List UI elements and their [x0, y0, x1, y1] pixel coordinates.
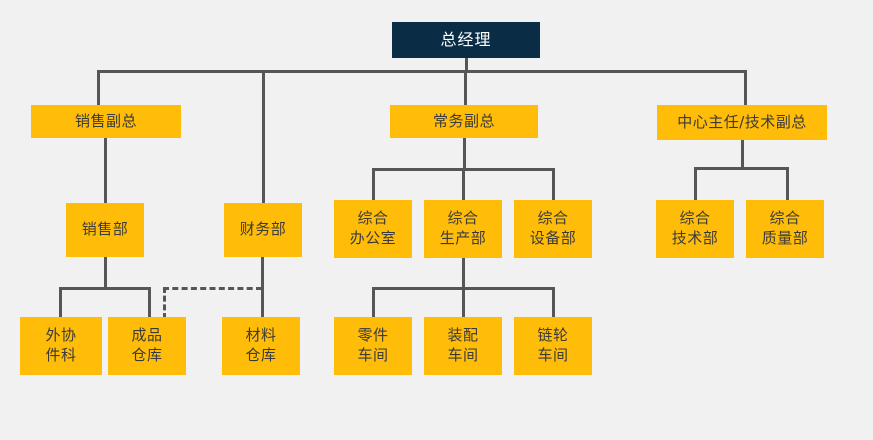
node-finished-goods-warehouse[interactable]: 成品 仓库 — [108, 317, 186, 375]
node-center-director-tech-vp[interactable]: 中心主任/技术副总 — [657, 105, 827, 140]
node-general-production-department[interactable]: 综合 生产部 — [424, 200, 502, 258]
node-label-line1: 销售部 — [81, 220, 129, 239]
connector-level1-bus — [97, 70, 746, 73]
connector-exec-vp-down — [463, 138, 466, 170]
node-parts-workshop[interactable]: 零件 车间 — [334, 317, 412, 375]
node-label-line1: 销售副总 — [74, 111, 137, 130]
node-label-line1: 综合 — [357, 209, 389, 228]
connector-dashed-to-fg-store-h — [163, 287, 262, 290]
node-label-line1: 零件 — [357, 326, 389, 345]
node-label-line2: 车间 — [537, 346, 569, 364]
node-general-equipment-department[interactable]: 综合 设备部 — [514, 200, 592, 258]
connector-bus-to-chain-shop — [552, 287, 555, 319]
connector-bus-to-fg-store — [148, 287, 151, 319]
connector-gm-down — [465, 58, 468, 72]
node-label-line1: 综合 — [679, 209, 711, 228]
connector-bus-to-assy-shop — [462, 287, 465, 319]
node-label-line1: 成品 — [131, 326, 163, 345]
connector-bus-to-sales-vp — [97, 70, 100, 107]
node-label-line2: 设备部 — [529, 229, 577, 247]
node-outsourced-parts-section[interactable]: 外协 件科 — [20, 317, 102, 375]
node-executive-vice-president[interactable]: 常务副总 — [390, 105, 538, 138]
connector-gen-prod-down — [462, 258, 465, 289]
node-label-line2: 车间 — [447, 346, 479, 364]
node-assembly-workshop[interactable]: 装配 车间 — [424, 317, 502, 375]
connector-bus-to-gen-office — [372, 168, 375, 202]
connector-finance-dept-to-mat-store — [261, 257, 264, 319]
connector-bus-to-gen-equip — [552, 168, 555, 202]
node-material-warehouse[interactable]: 材料 仓库 — [222, 317, 300, 375]
connector-bus-to-gen-qa — [786, 167, 789, 202]
node-label-line1: 综合 — [447, 209, 479, 228]
connector-sales-dept-bus — [59, 287, 151, 290]
node-label-line2: 质量部 — [761, 229, 809, 247]
connector-sales-dept-down — [104, 257, 107, 289]
connector-bus-to-finance-dept — [262, 70, 265, 205]
connector-bus-to-exec-vp — [464, 70, 467, 107]
node-label-line1: 中心主任/技术副总 — [677, 112, 807, 131]
connector-dashed-to-fg-store-v — [163, 287, 166, 319]
node-label-line1: 总经理 — [440, 30, 492, 50]
connector-tech-vp-down — [741, 140, 744, 169]
node-general-office[interactable]: 综合 办公室 — [334, 200, 412, 258]
node-label-line2: 件科 — [45, 346, 77, 364]
connector-bus-to-gen-prod — [462, 168, 465, 202]
node-label-line2: 办公室 — [349, 229, 397, 247]
connector-bus-to-gen-tech — [694, 167, 697, 202]
connector-bus-to-parts-shop — [372, 287, 375, 319]
node-label-line1: 常务副总 — [432, 111, 495, 130]
node-label-line1: 装配 — [447, 326, 479, 345]
node-sales-vice-president[interactable]: 销售副总 — [31, 105, 181, 138]
node-sales-department[interactable]: 销售部 — [66, 203, 144, 257]
connector-sales-vp-to-sales-dept — [104, 138, 107, 205]
node-general-technology-department[interactable]: 综合 技术部 — [656, 200, 734, 258]
node-label-line1: 材料 — [245, 326, 277, 345]
node-label-line1: 综合 — [769, 209, 801, 228]
connector-tech-vp-bus — [694, 167, 789, 170]
node-label-line2: 车间 — [357, 346, 389, 364]
node-general-manager[interactable]: 总经理 — [392, 22, 540, 58]
node-label-line2: 技术部 — [671, 229, 719, 247]
node-label-line2: 仓库 — [131, 346, 163, 364]
node-sprocket-workshop[interactable]: 链轮 车间 — [514, 317, 592, 375]
node-label-line1: 链轮 — [537, 326, 569, 345]
node-label-line1: 财务部 — [239, 220, 287, 239]
node-general-quality-department[interactable]: 综合 质量部 — [746, 200, 824, 258]
node-label-line1: 外协 — [45, 326, 77, 345]
node-label-line1: 综合 — [537, 209, 569, 228]
node-label-line2: 生产部 — [439, 229, 487, 247]
connector-bus-to-tech-vp — [744, 70, 747, 107]
connector-bus-to-outsource — [59, 287, 62, 319]
node-label-line2: 仓库 — [245, 346, 277, 364]
node-finance-department[interactable]: 财务部 — [224, 203, 302, 257]
